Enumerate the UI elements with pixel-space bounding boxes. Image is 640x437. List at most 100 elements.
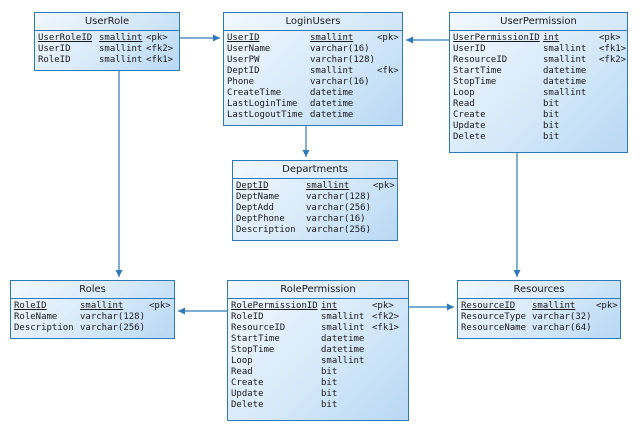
column-key: <pk> bbox=[377, 33, 399, 43]
column-name: ResourceID bbox=[461, 301, 516, 311]
column-name: Loop bbox=[231, 356, 253, 366]
column-type: varchar(16) bbox=[310, 44, 370, 54]
entity-title: UserPermission bbox=[450, 13, 627, 31]
column-name: ResourceID bbox=[453, 55, 508, 65]
column-type: int bbox=[321, 301, 338, 311]
column-name: RoleName bbox=[14, 312, 58, 322]
column-type: varchar(16) bbox=[306, 214, 366, 224]
column-type: smallint bbox=[306, 181, 350, 191]
column-key: <fk2> bbox=[599, 55, 627, 65]
arrowhead bbox=[213, 34, 220, 42]
column-name: UserName bbox=[227, 44, 271, 54]
column-name: DeptName bbox=[236, 192, 280, 202]
column-type: datetime bbox=[321, 345, 365, 355]
column-type: smallint bbox=[99, 55, 143, 65]
column-name: Phone bbox=[227, 77, 255, 87]
entity-title: UserRole bbox=[35, 13, 179, 31]
column-type: bit bbox=[543, 110, 560, 120]
column-name: DeptID bbox=[227, 66, 260, 76]
column-type: datetime bbox=[321, 334, 365, 344]
column-name: Loop bbox=[453, 88, 475, 98]
column-type: bit bbox=[321, 400, 338, 410]
column-type: smallint bbox=[310, 66, 354, 76]
column-type: varchar(32) bbox=[532, 312, 592, 322]
column-row: UserRoleID smallint<pk> bbox=[38, 33, 177, 44]
column-row: CreateTime datetime bbox=[227, 88, 400, 99]
arrowhead bbox=[302, 150, 310, 157]
relationship-user-role-to-login-users bbox=[180, 34, 220, 42]
relationship-role-permission-to-roles bbox=[178, 307, 227, 315]
column-key: <pk> bbox=[146, 33, 168, 43]
column-type: bit bbox=[543, 121, 560, 131]
column-name: RoleID bbox=[14, 301, 47, 311]
relationship-user-permission-to-resources bbox=[513, 153, 521, 277]
column-name: DeptAdd bbox=[236, 203, 274, 213]
column-name: RoleID bbox=[231, 312, 264, 322]
column-type: smallint bbox=[543, 88, 587, 98]
column-row: Loop smallint bbox=[231, 356, 406, 367]
column-name: StartTime bbox=[453, 66, 502, 76]
column-type: datetime bbox=[310, 110, 354, 120]
column-row: ResourceID smallint <fk2> bbox=[453, 55, 627, 66]
column-row: LastLogoutTime datetime bbox=[227, 110, 400, 121]
column-type: datetime bbox=[310, 99, 354, 109]
column-type: smallint bbox=[543, 55, 587, 65]
column-name: UserID bbox=[227, 33, 260, 43]
column-key: <fk1> bbox=[599, 44, 627, 54]
entity-title: RolePermission bbox=[228, 281, 408, 299]
column-key: <pk> bbox=[596, 301, 618, 311]
column-key: <fk2> bbox=[372, 312, 400, 322]
column-name: UserRoleID bbox=[38, 33, 93, 43]
arrowhead bbox=[115, 270, 123, 277]
column-type: datetime bbox=[310, 88, 354, 98]
column-name: Create bbox=[453, 110, 486, 120]
column-type: smallint bbox=[321, 356, 365, 366]
column-type: varchar(16) bbox=[310, 77, 370, 87]
column-name: Description bbox=[236, 225, 296, 235]
column-name: UserID bbox=[38, 44, 71, 54]
column-name: CreateTime bbox=[227, 88, 282, 98]
column-name: Delete bbox=[453, 132, 486, 142]
relationship-login-users-to-departments bbox=[302, 126, 310, 157]
column-row: Phone varchar(16) bbox=[227, 77, 400, 88]
column-key: <fk1> bbox=[146, 55, 174, 65]
column-type: smallint bbox=[99, 33, 143, 43]
column-type: bit bbox=[543, 132, 560, 142]
column-type: smallint bbox=[80, 301, 124, 311]
column-row: RoleName varchar(128) bbox=[14, 312, 172, 323]
column-type: varchar(128) bbox=[310, 55, 376, 65]
entity-title: Resources bbox=[458, 281, 620, 299]
column-type: smallint bbox=[532, 301, 576, 311]
column-type: smallint bbox=[321, 323, 365, 333]
column-type: varchar(128) bbox=[80, 312, 146, 322]
column-name: LastLogoutTime bbox=[227, 110, 303, 120]
